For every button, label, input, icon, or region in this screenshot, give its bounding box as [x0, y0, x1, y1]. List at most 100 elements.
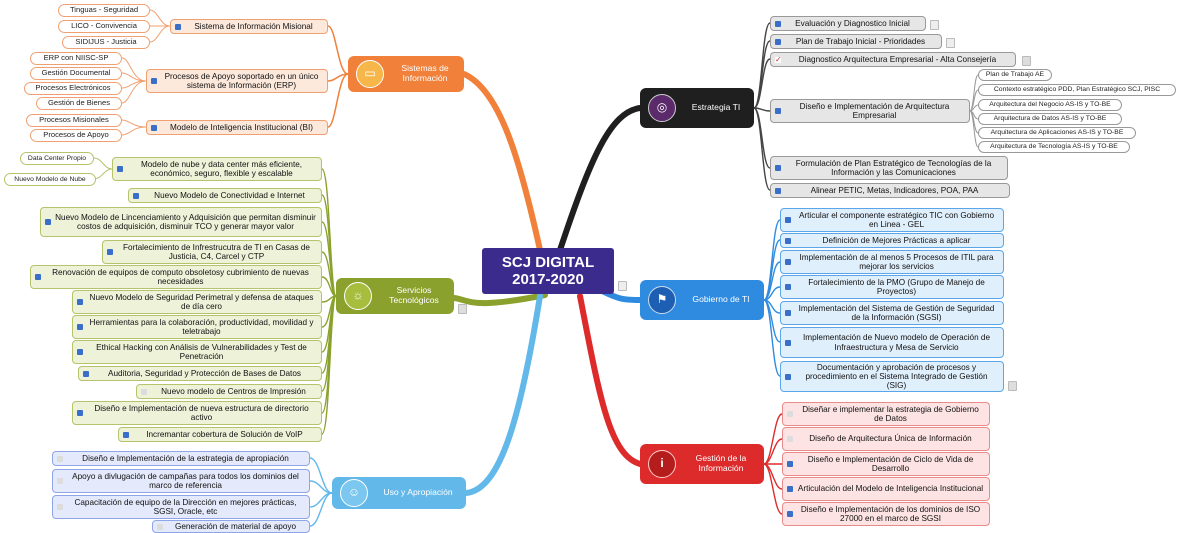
branch-label: Gobierno de TI: [692, 294, 750, 305]
connector-line: [121, 126, 147, 136]
leaf-plan-trabajo-ae[interactable]: Plan de Trabajo AE: [978, 69, 1052, 81]
topic-material-apoyo[interactable]: Generación de material de apoyo: [152, 520, 310, 533]
leaf-procesos-apoyo[interactable]: Procesos de Apoyo: [30, 129, 122, 142]
note-icon[interactable]: [930, 20, 939, 30]
topic-ethical-hacking[interactable]: Ethical Hacking con Análisis de Vulnerab…: [72, 340, 322, 364]
topic-colaboracion[interactable]: Herramientas para la colaboración, produ…: [72, 315, 322, 339]
leaf-arq-negocio[interactable]: Arquitectura del Negocio AS-IS y TO-BE: [978, 99, 1122, 111]
topic-label: Diseño e Implementación de la estrategia…: [82, 453, 289, 463]
topic-label: Plan de Trabajo Inicial - Prioridades: [795, 36, 926, 46]
topic-arquitectura-informacion[interactable]: Diseño de Arquitectura Única de Informac…: [782, 427, 990, 451]
topic-label: Diseño e Implementación de nueva estruct…: [94, 403, 309, 422]
leaf-erp[interactable]: ERP con NIISC-SP: [30, 52, 122, 65]
connector-line: [121, 119, 147, 128]
leaf-gestion-bienes[interactable]: Gestión de Bienes: [36, 97, 122, 110]
topic-sgsi[interactable]: Implementación del Sistema de Gestión de…: [780, 301, 1004, 325]
connector-line: [763, 261, 781, 301]
leaf-gestion-documental[interactable]: Gestión Documental: [30, 67, 122, 80]
central-title-line2: 2017-2020: [512, 271, 584, 288]
branch-servicios[interactable]: ☼ Servicios Tecnológicos: [336, 278, 454, 314]
topic-gobierno-datos[interactable]: Diseñar e implementar la estrategia de G…: [782, 402, 990, 426]
monitor-icon: ▭: [356, 60, 384, 88]
topic-diagnostico-ae[interactable]: ✓Diagnostico Arquitectura Empresarial - …: [770, 52, 1016, 67]
topic-label: Auditoria, Seguridad y Protección de Bas…: [108, 368, 301, 378]
leaf-lico[interactable]: LICO - Convivencia: [58, 20, 150, 33]
connector-line: [763, 438, 783, 465]
topic-pmo[interactable]: Fortalecimiento de la PMO (Grupo de Mane…: [780, 275, 1004, 299]
topic-sig[interactable]: Documentación y aprobación de procesos y…: [780, 361, 1004, 392]
topic-ciclo-vida[interactable]: Diseño e Implementación de Ciclo de Vida…: [782, 452, 990, 476]
topic-procesos-apoyo-erp[interactable]: Procesos de Apoyo soportado en un único …: [146, 69, 328, 93]
pencil-icon[interactable]: [1022, 56, 1031, 66]
topic-label: Modelo de Inteligencia Institucional (BI…: [170, 122, 313, 132]
note-icon[interactable]: [946, 38, 955, 48]
topic-articular-gel[interactable]: Articular el componente estratégico TIC …: [780, 208, 1004, 232]
leaf-label: LICO - Convivencia: [71, 21, 137, 31]
connector-line: [463, 293, 543, 496]
topic-label: Nuevo modelo de Centros de Impresión: [161, 386, 306, 396]
branch-estrategia[interactable]: ◎ Estrategia TI: [640, 88, 754, 128]
topic-mesa-servicio[interactable]: Implementación de Nuevo modelo de Operac…: [780, 327, 1004, 358]
central-topic[interactable]: SCJ DIGITAL 2017-2020: [482, 248, 614, 294]
connector-line: [763, 239, 781, 301]
branch-uso[interactable]: ☺ Uso y Apropiación: [332, 477, 466, 509]
topic-label: Fortalecimiento de la PMO (Grupo de Mane…: [808, 277, 985, 296]
branch-gestion[interactable]: i Gestión de la Información: [640, 444, 764, 484]
connector-line: [557, 105, 643, 253]
leaf-label: Procesos Electrónicos: [35, 83, 111, 93]
topic-infraestructura-casas[interactable]: Fortalecimiento de Infrestrucutra de TI …: [102, 240, 322, 264]
leaf-arq-aplicaciones[interactable]: Arquitectura de Aplicaciones AS-IS y TO-…: [978, 127, 1136, 139]
topic-itil[interactable]: Implementación de al menos 5 Procesos de…: [780, 250, 1004, 274]
pencil-icon[interactable]: [458, 304, 467, 314]
topic-plan-trabajo-inicial[interactable]: Plan de Trabajo Inicial - Prioridades: [770, 34, 942, 49]
topic-label: Incremantar cobertura de Solución de VoI…: [146, 429, 303, 439]
topic-divulgacion-campanas[interactable]: Apoyo a divlugación de campañas para tod…: [52, 469, 310, 493]
topic-arquitectura-empresarial[interactable]: Diseño e Implementación de Arquitectura …: [770, 99, 970, 123]
connector-line: [93, 168, 113, 180]
topic-label: Evaluación y Diagnostico Inicial: [795, 18, 910, 28]
topic-licenciamiento[interactable]: Nuevo Modelo de Lincenciamiento y Adquis…: [40, 207, 322, 237]
leaf-arq-tecnologia[interactable]: Arquitectura de Tecnología AS-IS y TO-BE: [978, 141, 1130, 153]
leaf-arq-datos[interactable]: Arquitectura de Datos AS-IS y TO-BE: [978, 113, 1122, 125]
note-icon[interactable]: [618, 281, 627, 291]
topic-nube-datacenter[interactable]: Modelo de nube y data center más eficien…: [112, 157, 322, 181]
topic-alinear-petic[interactable]: Alinear PETIC, Metas, Indicadores, POA, …: [770, 183, 1010, 198]
topic-evaluacion-diagnostico[interactable]: Evaluación y Diagnostico Inicial: [770, 16, 926, 31]
topic-label: Definición de Mejores Prácticas a aplica…: [822, 235, 971, 245]
topic-mejores-practicas[interactable]: Definición de Mejores Prácticas a aplica…: [780, 233, 1004, 248]
topic-capacitacion[interactable]: Capacitación de equipo de la Dirección e…: [52, 495, 310, 519]
connector-line: [327, 25, 349, 75]
pencil-icon[interactable]: [1008, 381, 1017, 391]
topic-conectividad[interactable]: Nuevo Modelo de Conectividad e Internet: [128, 188, 322, 203]
topic-renovacion-equipos[interactable]: Renovación de equipos de computo obsolet…: [30, 265, 322, 289]
leaf-procesos-electronicos[interactable]: Procesos Electrónicos: [24, 82, 122, 95]
topic-iso-27000[interactable]: Diseño e Implementación de los dominios …: [782, 502, 990, 526]
topic-estrategia-apropiacion[interactable]: Diseño e Implementación de la estrategia…: [52, 451, 310, 466]
leaf-nuevo-modelo-nube[interactable]: Nuevo Modelo de Nube: [4, 173, 96, 186]
branch-gobierno[interactable]: ⚑ Gobierno de TI: [640, 280, 764, 320]
leaf-sidijus[interactable]: SIDIJUS - Justicia: [62, 36, 150, 49]
flag-icon: ⚑: [648, 286, 676, 314]
topic-label: Procesos de Apoyo soportado en un único …: [164, 71, 319, 90]
leaf-tinguas[interactable]: Tinguas - Seguridad: [58, 4, 150, 17]
topic-sistema-misional[interactable]: Sistema de Información Misional: [170, 19, 328, 34]
leaf-contexto-estrategico[interactable]: Contexto estratégico PDD, Plan Estratégi…: [978, 84, 1176, 96]
info-icon: i: [648, 450, 676, 478]
topic-label: Nuevo Modelo de Lincenciamiento y Adquis…: [55, 212, 316, 231]
topic-voip[interactable]: Incremantar cobertura de Solución de VoI…: [118, 427, 322, 442]
topic-directorio-activo[interactable]: Diseño e Implementación de nueva estruct…: [72, 401, 322, 425]
topic-centros-impresion[interactable]: Nuevo modelo de Centros de Impresión: [136, 384, 322, 399]
topic-formulacion-petic[interactable]: Formulación de Plan Estratégico de Tecno…: [770, 156, 1008, 180]
leaf-data-center-propio[interactable]: Data Center Propio: [20, 152, 94, 165]
topic-label: Fortalecimiento de Infrestrucutra de TI …: [123, 242, 310, 261]
topic-bi[interactable]: Modelo de Inteligencia Institucional (BI…: [146, 120, 328, 135]
topic-auditoria-bd[interactable]: Auditoria, Seguridad y Protección de Bas…: [78, 366, 322, 381]
topic-inteligencia-institucional[interactable]: Articulación del Modelo de Inteligencia …: [782, 477, 990, 501]
leaf-label: Arquitectura de Datos AS-IS y TO-BE: [993, 115, 1107, 123]
connector-line: [763, 463, 783, 515]
branch-sistemas[interactable]: ▭ Sistemas de Información: [348, 56, 464, 92]
topic-seguridad-perimetral[interactable]: Nuevo Modelo de Seguridad Perimetral y d…: [72, 290, 322, 314]
leaf-procesos-misionales[interactable]: Procesos Misionales: [26, 114, 122, 127]
connector-line: [121, 72, 147, 82]
topic-label: Implementación de Nuevo modelo de Operac…: [802, 333, 991, 352]
